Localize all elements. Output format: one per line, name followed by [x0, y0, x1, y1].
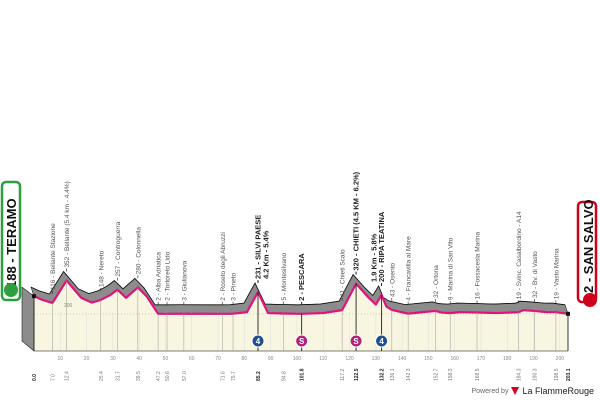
place-label: 3 - Pineto — [231, 273, 238, 301]
kom-icon — [375, 334, 389, 348]
x-tick-label: 120 — [345, 356, 354, 362]
x-tick-label: 20 — [84, 356, 90, 362]
place-label: 2 - Tortoreto Lido — [165, 251, 172, 300]
place-label: 5 - Montesilvano — [281, 252, 288, 300]
x-tick-label: 160 — [451, 356, 460, 362]
place-label: 43 - Osento — [389, 263, 396, 297]
km-label: 142.3 — [406, 368, 412, 381]
km-label: 122.5 — [354, 368, 360, 381]
x-tick-label: 150 — [424, 356, 433, 362]
place-label: 4 - Francavilla al Mare — [406, 236, 413, 301]
place-label: 231 - SILVI PAESE — [254, 215, 263, 279]
sprint-icon — [349, 334, 363, 348]
sprint-icon — [295, 334, 309, 348]
x-tick-label: 200 — [556, 356, 565, 362]
kom-icon — [251, 334, 265, 348]
profile-line — [33, 279, 569, 315]
km-label: 0.0 — [32, 374, 38, 381]
finish-badge: 2 - SAN SALVO — [576, 199, 598, 307]
place-label: 16 - Fossacesia Marina — [475, 232, 482, 300]
km-label: 39.5 — [136, 371, 142, 381]
badge-label: 4 — [256, 337, 261, 346]
powered-by-text: Powered by — [471, 387, 509, 395]
place-label: 9 - Marina di San Vito — [448, 237, 455, 300]
x-tick-label: 40 — [136, 356, 142, 362]
km-label: 85.2 — [256, 371, 262, 381]
place-label: 2 - Roseto degli Abruzzi — [220, 232, 227, 301]
x-tick-label: 180 — [503, 356, 512, 362]
km-label: 117.2 — [340, 369, 346, 381]
km-label: 47.2 — [156, 371, 162, 381]
brand-name: La FlammeRouge — [522, 386, 594, 396]
x-tick-label: 130 — [372, 356, 381, 362]
place-label: 32 - Bv. di Vasto — [532, 251, 539, 298]
finish-label: 2 - SAN SALVO — [581, 199, 596, 293]
place-label: 148 - Nereto — [98, 250, 105, 287]
x-tick-label: 100 — [293, 356, 302, 362]
marks-layer: 10 20 30 40 50 60 70 80 90 100 110 120 130 140 150 160 1… — [32, 171, 572, 381]
place-label: 352 - Bellante (5.4 km - 4.4%) — [64, 181, 71, 267]
place-label: 2 - Alba Adriatica — [156, 252, 163, 301]
badge-label: 4 — [379, 337, 384, 346]
start-badge: 188 - TERAMO — [0, 180, 22, 302]
x-tick-label: 70 — [215, 356, 221, 362]
x-tick-label: 50 — [163, 356, 169, 362]
place-label: 280 - Colonnella — [135, 227, 142, 275]
badge-label: S — [353, 337, 359, 346]
km-label: 184.3 — [517, 368, 523, 381]
start-label: 188 - TERAMO — [4, 198, 19, 288]
x-tick-label: 80 — [242, 356, 248, 362]
y-reference-label: 200 — [64, 303, 73, 309]
place-label: 41 - Chieti Scalo — [340, 249, 347, 297]
km-label: 57.0 — [182, 371, 188, 381]
x-tick-label: 30 — [110, 356, 116, 362]
place-label: 19 - Svinc. Casalbordino - A14 — [516, 211, 523, 299]
x-tick-label: 90 — [268, 356, 274, 362]
km-label: 12.4 — [65, 371, 71, 381]
place-label: 200 - RIPA TEATINA — [377, 211, 386, 282]
x-tick-label: 170 — [477, 356, 486, 362]
km-label: 158.3 — [448, 368, 454, 381]
x-tick-label: 140 — [398, 356, 407, 362]
km-label: 7.0 — [50, 374, 56, 381]
powered-by: Powered by La FlammeRouge — [471, 386, 594, 396]
place-label: 257 - Controguerra — [115, 221, 122, 276]
place-label: 116 - Bellante Stazione — [50, 223, 57, 290]
place-label: 3 - Giulianova — [181, 260, 188, 300]
place-label: 19 - Vasto Marina — [553, 248, 560, 299]
badge-label: S — [299, 337, 305, 346]
start-marker — [32, 294, 36, 299]
cyclist-icon — [583, 293, 597, 307]
km-label: 168.5 — [475, 368, 481, 381]
km-label: 190.3 — [532, 368, 538, 381]
relief-ridge — [30, 270, 566, 306]
km-label: 31.7 — [115, 371, 121, 381]
km-label: 71.6 — [220, 371, 226, 381]
x-tick-label: 60 — [189, 356, 195, 362]
place-label: 2 - PESCARA — [297, 253, 306, 301]
finish-marker — [566, 311, 570, 316]
climb-detail-label: 1.9 Km - 5.8% — [370, 233, 379, 282]
flamme-rouge-logo-icon — [511, 387, 520, 395]
x-tick-label: 110 — [319, 356, 327, 362]
climb-detail-label: 4.2 Km - 5.4% — [262, 230, 271, 279]
km-label: 94.8 — [281, 371, 287, 381]
x-tick-label: 10 — [58, 356, 64, 362]
cyclist-icon — [4, 283, 18, 297]
km-label: 152.7 — [433, 368, 439, 381]
profile-fill — [34, 280, 568, 351]
x-tick-label: 190 — [529, 356, 538, 362]
km-label: 75.7 — [231, 371, 237, 381]
place-label: 32 - Ortona — [433, 265, 440, 298]
km-label: 198.5 — [554, 368, 560, 381]
km-label: 203.1 — [566, 368, 572, 381]
place-label: 320 - CHIETI (4.5 KM - 6.2%) — [352, 171, 361, 270]
km-label: 50.6 — [165, 371, 171, 381]
km-label: 132.2 — [380, 368, 386, 381]
km-label: 136.1 — [390, 368, 396, 381]
km-label: 101.8 — [300, 368, 306, 381]
km-label: 25.4 — [99, 371, 105, 381]
